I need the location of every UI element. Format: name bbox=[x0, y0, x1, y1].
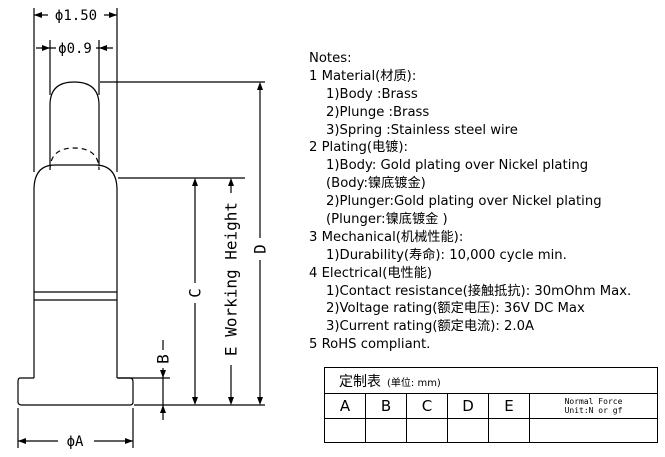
note-plating: 2 Plating(电镀): bbox=[309, 140, 408, 156]
dim-b-label: B bbox=[154, 354, 173, 364]
arrow-top-inner-left bbox=[42, 45, 50, 51]
arrow-d-top bbox=[257, 82, 263, 90]
note-contact-resistance: 1)Contact resistance(接触抵抗): 30mOhm Max. bbox=[326, 283, 632, 299]
dim-d-bg bbox=[251, 238, 269, 260]
dim-e-bg bbox=[222, 193, 240, 365]
dim-e-label: E Working Height bbox=[222, 202, 241, 356]
dim-c-label: C bbox=[186, 288, 205, 298]
note-current-rating: 3)Current rating(额定电流): 2.0A bbox=[326, 319, 534, 335]
note-material-body: 1)Body :Brass bbox=[326, 86, 418, 102]
dim-bottom-label: ϕA bbox=[67, 434, 84, 450]
note-voltage-rating: 2)Voltage rating(额定电压): 36V DC Max bbox=[326, 301, 585, 317]
arrow-top-outer-left bbox=[34, 12, 42, 18]
arrow-c-top bbox=[192, 178, 198, 186]
arrow-c-bottom bbox=[192, 397, 198, 405]
arrow-b-top bbox=[160, 370, 166, 378]
note-material-spring: 3)Spring :Stainless steel wire bbox=[326, 122, 518, 138]
col-header-d: D bbox=[447, 393, 489, 419]
normal-force-line2: Unit:N or gf bbox=[564, 406, 623, 415]
flange-outline bbox=[17, 377, 134, 406]
table-unit: (单位: mm) bbox=[387, 377, 441, 389]
note-plating-body: 1)Body: Gold plating over Nickel plating bbox=[326, 158, 589, 174]
arrow-b-bottom bbox=[160, 405, 166, 413]
note-plating-plunger-cn: (Plunger:镍底镀金 ) bbox=[326, 212, 448, 228]
value-cell-d bbox=[447, 418, 489, 443]
arrow-top-inner-right bbox=[99, 45, 107, 51]
note-electrical: 4 Electrical(电性能) bbox=[309, 265, 433, 281]
note-material-plunge: 2)Plunge :Brass bbox=[326, 104, 430, 120]
note-mechanical: 3 Mechanical(机械性能): bbox=[309, 229, 464, 245]
normal-force-line1: Normal Force bbox=[564, 397, 623, 406]
arrow-top-outer-right bbox=[109, 12, 117, 18]
plunger-hidden-end bbox=[49, 147, 100, 171]
col-header-a: A bbox=[324, 393, 366, 419]
value-cell-b bbox=[365, 418, 407, 443]
body-outline bbox=[33, 164, 118, 378]
note-plating-plunger: 2)Plunger:Gold plating over Nickel plati… bbox=[326, 194, 602, 210]
dim-d-label: D bbox=[251, 244, 270, 254]
dim-c-bg bbox=[186, 283, 204, 303]
note-durability: 1)Durability(寿命): 10,000 cycle min. bbox=[326, 247, 567, 263]
arrow-e-bottom bbox=[228, 397, 234, 405]
arrow-bottom-left bbox=[18, 438, 26, 444]
col-header-c: C bbox=[406, 393, 448, 419]
table-title-cell: 定制表 (单位: mm) bbox=[324, 367, 658, 394]
col-header-b: B bbox=[365, 393, 407, 419]
table-title: 定制表 bbox=[339, 373, 381, 390]
value-cell-a bbox=[324, 418, 366, 443]
dim-top-inner-label: ϕ0.9 bbox=[58, 41, 92, 57]
col-header-e: E bbox=[488, 393, 530, 419]
pogo-pin-drawing: ϕ1.50 ϕ0.9 ϕA B C E Working Height D bbox=[17, 5, 270, 450]
note-rohs: 5 RoHS compliant. bbox=[309, 337, 431, 353]
arrow-d-bottom bbox=[257, 397, 263, 405]
dim-top-outer-bg bbox=[48, 5, 104, 23]
value-cell-normal-force bbox=[529, 418, 658, 443]
value-cell-c bbox=[406, 418, 448, 443]
arrow-e-top bbox=[228, 178, 234, 186]
arrow-bottom-right bbox=[125, 438, 133, 444]
dim-bottom-bg bbox=[58, 432, 94, 450]
dim-top-outer-label: ϕ1.50 bbox=[55, 8, 97, 24]
notes-heading: Notes: bbox=[309, 51, 352, 66]
dim-top-inner-bg bbox=[56, 39, 96, 56]
plunger-outline bbox=[49, 81, 100, 165]
value-cell-e bbox=[488, 418, 530, 443]
notes-block: Notes: 1 Material(材质): 1)Body :Brass 2)P… bbox=[309, 50, 661, 354]
dim-b-bg bbox=[154, 350, 172, 368]
note-plating-body-cn: (Body:镍底镀金) bbox=[326, 176, 426, 192]
note-material: 1 Material(材质): bbox=[309, 68, 417, 84]
